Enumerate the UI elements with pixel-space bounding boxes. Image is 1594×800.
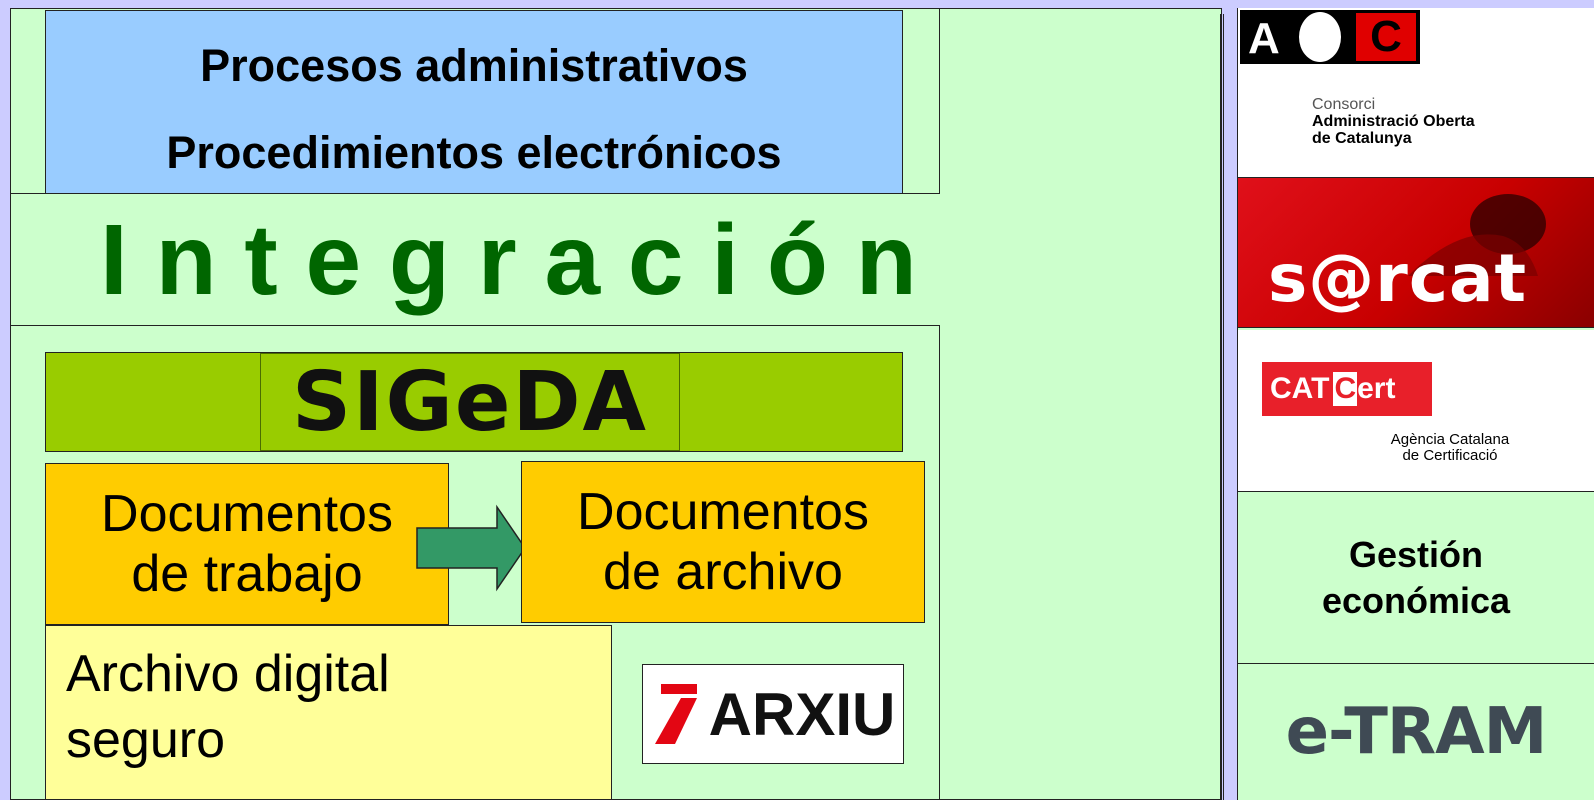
documentos-trabajo-text: Documentos de trabajo bbox=[101, 485, 393, 603]
aoc-c-block: C bbox=[1356, 12, 1416, 61]
aoc-line1: Consorci bbox=[1312, 96, 1376, 113]
sidebar-divider bbox=[1220, 14, 1224, 800]
iarxiu-logo: ARXIU bbox=[642, 664, 904, 764]
gestion-block: Gestión económica bbox=[1238, 492, 1594, 664]
sigeda-logo: SIGeDA bbox=[260, 353, 680, 451]
flow-arrow bbox=[416, 504, 526, 592]
gestion-line2: económica bbox=[1321, 579, 1511, 621]
aoc-block: A C Consorci Administració Oberta de Cat… bbox=[1238, 8, 1594, 178]
catcert-block: CAT C ert Agència Catalana de Certificac… bbox=[1238, 330, 1594, 492]
catcert-logo: CAT C ert bbox=[1262, 362, 1432, 416]
etram-block: e-TRAM bbox=[1238, 664, 1594, 800]
archivo-digital-text: Archivo digital seguro bbox=[66, 645, 390, 769]
sarcat-hand-icon bbox=[1408, 194, 1546, 276]
aoc-letter-c: C bbox=[1370, 12, 1402, 61]
documentos-archivo-box: Documentos de archivo bbox=[521, 461, 925, 623]
sigeda-logo-text: SIGeDA bbox=[291, 354, 648, 450]
gestion-line1: Gestión bbox=[1348, 533, 1483, 575]
catcert-line2: de Certificació bbox=[1402, 447, 1498, 464]
procesos-line2: Procedimientos electrónicos bbox=[166, 127, 782, 178]
aoc-line3: de Catalunya bbox=[1312, 130, 1412, 147]
iarxiu-mark-icon bbox=[654, 684, 697, 744]
sarcat-logo-text: s@rcat bbox=[1268, 240, 1528, 317]
procesos-line1: Procesos administrativos bbox=[200, 40, 748, 91]
catcert-logo-part2: C bbox=[1333, 372, 1358, 406]
sarcat-block: s@rcat bbox=[1238, 178, 1594, 328]
documentos-trabajo-box: Documentos de trabajo bbox=[45, 463, 449, 625]
aoc-line2: Administració Oberta bbox=[1312, 113, 1475, 130]
aoc-logo: A C bbox=[1240, 10, 1420, 64]
catcert-line1: Agència Catalana bbox=[1390, 431, 1510, 448]
integracion-title: I n t e g r a c i ó n bbox=[100, 204, 917, 316]
aoc-letter-a: A bbox=[1248, 14, 1280, 63]
flow-arrow-shape bbox=[416, 504, 526, 592]
catcert-text: Agència Catalana de Certificació bbox=[1350, 432, 1550, 464]
aoc-text: Consorci Administració Oberta de Catalun… bbox=[1312, 96, 1592, 147]
archivo-digital-box: Archivo digital seguro bbox=[45, 625, 612, 800]
catcert-logo-part1: CAT bbox=[1270, 372, 1330, 405]
documentos-archivo-text: Documentos de archivo bbox=[577, 483, 869, 601]
catcert-logo-part3: ert bbox=[1357, 372, 1396, 405]
procesos-box: Procesos administrativos Procedimientos … bbox=[45, 10, 903, 194]
iarxiu-logo-text: ARXIU bbox=[708, 680, 896, 748]
etram-logo-text: e-TRAM bbox=[1285, 695, 1548, 769]
aoc-circle-icon bbox=[1299, 12, 1341, 62]
